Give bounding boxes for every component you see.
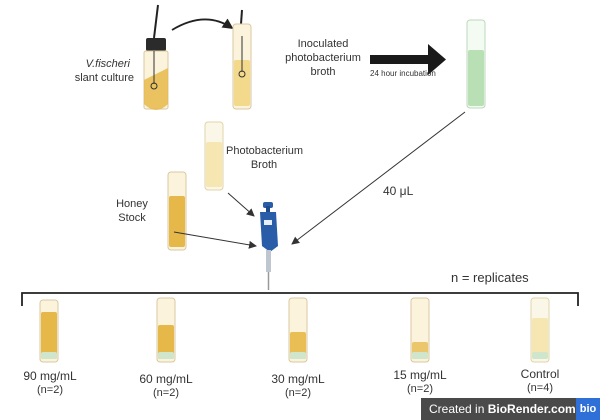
broth-line-1: Photobacterium: [226, 145, 304, 157]
broth-tube: [204, 121, 224, 191]
incubation-arrow: [370, 44, 446, 75]
honey-label: Honey Stock: [110, 198, 154, 226]
sample-replicates: (n=4): [527, 382, 553, 394]
sample-concentration: Control: [520, 367, 560, 381]
sample-label: 15 mg/mL (n=2): [380, 368, 460, 397]
biorender-logo-icon: bio: [576, 398, 600, 420]
slant-culture-tube: [143, 4, 169, 110]
pipette-icon: [260, 202, 278, 290]
honey-line-2: Stock: [118, 211, 146, 224]
slant-subtitle: slant culture: [74, 72, 134, 84]
slant-title: V.fischeri: [85, 58, 130, 70]
badge-brand: BioRender.com: [487, 402, 576, 416]
sample-tube: [410, 297, 430, 363]
sample-tube: [288, 297, 308, 363]
sample-concentration: 30 mg/mL: [271, 372, 325, 386]
sample-replicates: (n=2): [407, 383, 433, 395]
inoculated-label: Inoculated photobacterium broth: [278, 38, 368, 79]
sample-label: Control (n=4): [500, 367, 580, 396]
sample-replicates: (n=2): [37, 384, 63, 396]
inoculated-line-2: photobacterium: [285, 51, 361, 64]
sample-concentration: 15 mg/mL: [393, 368, 447, 382]
badge-prefix: Created in: [429, 402, 488, 416]
sample-tube: [530, 297, 550, 363]
culture-to-pipette-arrow: [291, 111, 466, 245]
broth-to-pipette-arrow: [227, 192, 255, 217]
transfer-arrow: [171, 18, 234, 31]
incubated-tube: [466, 19, 486, 109]
sample-concentration: 90 mg/mL: [23, 369, 77, 383]
sample-tube: [39, 299, 59, 363]
sample-label: 30 mg/mL (n=2): [258, 372, 338, 401]
replicates-bracket: [21, 292, 579, 306]
broth-label: Photobacterium Broth: [226, 145, 304, 173]
honey-line-1: Honey: [116, 198, 148, 210]
broth-line-2: Broth: [250, 158, 278, 171]
volume-label: 40 μL: [383, 184, 414, 198]
sample-replicates: (n=2): [153, 387, 179, 399]
honey-stock-tube: [167, 171, 187, 251]
inoculated-line-3: broth: [310, 65, 336, 78]
sample-concentration: 60 mg/mL: [139, 372, 193, 386]
badge-text: Created in BioRender.com: [421, 402, 576, 416]
biorender-badge[interactable]: Created in BioRender.com bio: [421, 398, 600, 420]
honey-to-pipette-arrow: [173, 231, 257, 249]
sample-tube: [156, 297, 176, 363]
sample-label: 90 mg/mL (n=2): [10, 369, 90, 398]
inoculated-broth-tube: [232, 9, 252, 110]
incubation-label: 24 hour incubation: [370, 69, 436, 78]
sample-replicates: (n=2): [285, 387, 311, 399]
inoculated-line-1: Inoculated: [297, 38, 349, 50]
sample-label: 60 mg/mL (n=2): [126, 372, 206, 401]
replicates-label: n = replicates: [451, 270, 529, 285]
